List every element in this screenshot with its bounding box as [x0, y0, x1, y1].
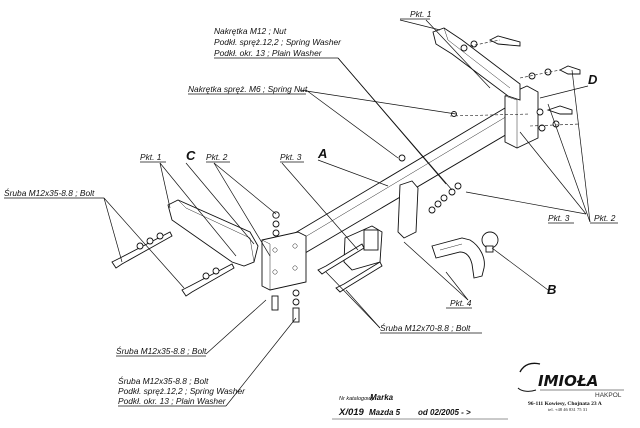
cross-beam-a	[289, 85, 539, 257]
label-nut-m12: Nakrętka M12 ; Nut	[214, 26, 287, 36]
part-letter-d: D	[588, 72, 598, 87]
car-model: Mazda 5	[369, 408, 401, 417]
left-mounting-plate	[261, 231, 307, 291]
callout-pkt1-top: Pkt. 1	[410, 9, 431, 19]
top-right-bracket	[432, 27, 521, 101]
logo-text: IMIOŁA	[538, 372, 598, 390]
callout-pkt3-right: Pkt. 3	[548, 213, 570, 223]
label-plain-washer-bottom: Podkł. okr. 13 ; Plain Washer	[118, 396, 227, 406]
part-letter-c: C	[186, 148, 196, 163]
label-bolt-m12x35-left: Śruba M12x35-8.8 ; Bolt	[4, 187, 95, 198]
catalog-number: X/019	[338, 407, 365, 418]
label-bolt-m12x70: Śruba M12x70-8.8 ; Bolt	[380, 322, 471, 333]
label-spring-washer-bottom: Podkł. spręż.12,2 ; Spring Washer	[118, 386, 246, 396]
production-date: od 02/2005 - >	[418, 408, 471, 417]
leader-lines	[103, 19, 591, 407]
label-bolt-m12x35-group: Śruba M12x35-8.8 ; Bolt	[118, 375, 209, 386]
part-letter-b: B	[547, 282, 556, 297]
brand-label: Marka	[370, 393, 394, 402]
label-spring-nut-m6: Nakrętka spręż. M6 ; Spring Nut	[188, 84, 308, 94]
company-logo: IMIOŁA HAKPOL 96-111 Kowiesy, Chojnata 2…	[517, 362, 624, 412]
callout-pkt1-left: Pkt. 1	[140, 152, 161, 162]
label-spring-washer-top: Podkł. spręż.12,2 ; Spring Washer	[214, 37, 342, 47]
callout-pkt2-left: Pkt. 2	[206, 152, 228, 162]
assembly-axes	[449, 39, 581, 127]
left-bracket-c	[167, 199, 259, 267]
fasteners	[111, 35, 581, 323]
logo-subtitle: HAKPOL	[595, 392, 622, 399]
part-letter-a: A	[317, 146, 327, 161]
callout-pkt2-right: Pkt. 2	[594, 213, 616, 223]
label-bolt-m12x35-bottom: Śruba M12x35-8.8 ; Bolt	[116, 345, 207, 356]
title-block: Nr katalogowy Marka X/019 Mazda 5 od 02/…	[332, 393, 508, 420]
tow-ball-b	[431, 231, 499, 279]
callout-pkt3-center: Pkt. 3	[280, 152, 302, 162]
callout-pkt4: Pkt. 4	[450, 298, 472, 308]
company-phone: tel. +48 46 831 75 31	[548, 407, 588, 412]
label-plain-washer-top: Podkł. okr. 13 ; Plain Washer	[214, 48, 323, 58]
company-address: 96-111 Kowiesy, Chojnata 23 A	[528, 401, 602, 407]
catalog-number-label: Nr katalogowy	[339, 396, 375, 402]
